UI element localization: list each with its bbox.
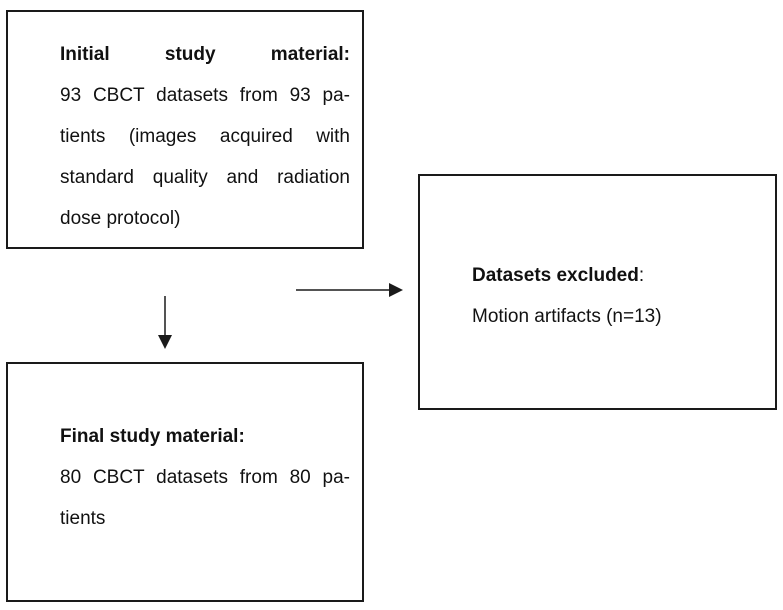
initial-study-text: Initial study material: 93 CBCT datasets…	[60, 34, 350, 239]
initial-study-line-1: 93 CBCT datasets from 93 pa-	[60, 85, 350, 106]
excluded-datasets-title: Datasets excluded	[472, 265, 639, 286]
excluded-datasets-title-colon: :	[638, 265, 645, 286]
excluded-datasets-text: Datasets excluded: Motion artifacts (n=1…	[472, 255, 762, 337]
excluded-datasets-box: Datasets excluded: Motion artifacts (n=1…	[418, 174, 777, 410]
initial-study-line-3: standard quality and radiation	[60, 167, 350, 188]
final-study-box: Final study material: 80 CBCT datasets f…	[6, 362, 364, 602]
arrow-down-to-final	[158, 296, 172, 349]
final-study-line-1: 80 CBCT datasets from 80 pa-	[60, 467, 350, 488]
initial-study-title: Initial study material:	[60, 44, 350, 65]
initial-study-box: Initial study material: 93 CBCT datasets…	[6, 10, 364, 249]
initial-study-line-2: tients (images acquired with	[60, 126, 350, 147]
final-study-line-2: tients	[60, 508, 106, 529]
initial-study-line-4: dose protocol)	[60, 208, 181, 229]
excluded-datasets-detail: Motion artifacts (n=13)	[472, 306, 662, 327]
final-study-title: Final study material:	[60, 426, 245, 447]
arrow-right-to-excluded	[296, 283, 403, 297]
excluded-datasets-heading: Datasets excluded:	[472, 255, 762, 296]
final-study-text: Final study material: 80 CBCT datasets f…	[60, 416, 350, 539]
